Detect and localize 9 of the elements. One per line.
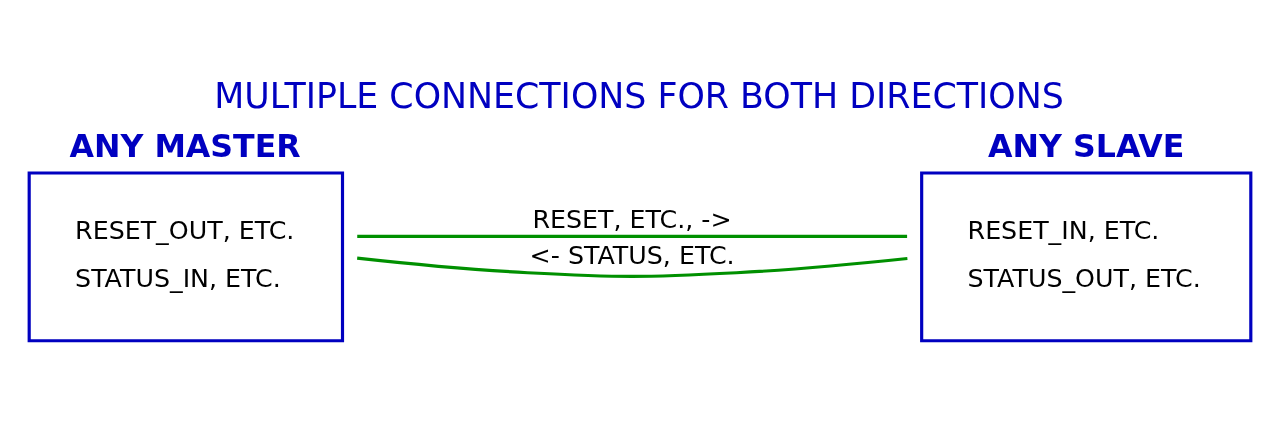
- node-box: RESET_IN, ETC. STATUS_OUT, ETC.: [920, 171, 1253, 343]
- edge-label: RESET, ETC., ->: [532, 205, 732, 235]
- diagram-title: MULTIPLE CONNECTIONS FOR BOTH DIRECTIONS: [214, 75, 1064, 116]
- connector: [357, 256, 908, 278]
- node-box: RESET_OUT, ETC. STATUS_IN, ETC.: [27, 171, 345, 343]
- node-label: ANY SLAVE: [988, 128, 1185, 165]
- connector: [357, 234, 908, 238]
- edge-label: <- STATUS, ETC.: [529, 241, 735, 271]
- node-label: ANY MASTER: [69, 128, 301, 165]
